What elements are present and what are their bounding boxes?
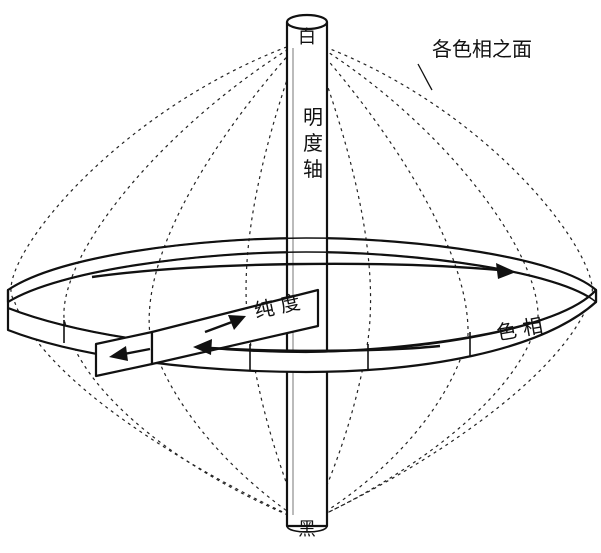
meridian-left-3: [148, 41, 301, 521]
label-axis-char-1: 明: [303, 105, 323, 129]
hue-arrow-back: [91, 262, 516, 279]
saturation-arrow-inward: [204, 315, 246, 334]
saturation-arrow-outward: [109, 346, 151, 361]
hue-planes-leader: [417, 63, 433, 91]
label-white: 白: [298, 27, 316, 48]
meridian-right-2: [311, 41, 539, 521]
label-hue-planes: 各色相之面: [432, 37, 532, 61]
label-axis-char-2: 度: [303, 131, 323, 155]
lightness-axis: [285, 13, 329, 533]
label-black: 黑: [298, 519, 316, 540]
meridian-right-3: [311, 41, 469, 521]
hue-arrow-front: [193, 339, 441, 355]
meridian-outer-left: [10, 41, 301, 521]
label-hue: 色 相: [495, 313, 545, 345]
meridian-left-2: [63, 41, 301, 521]
label-axis-char-3: 轴: [303, 157, 323, 181]
meridian-outer-right: [311, 41, 593, 521]
